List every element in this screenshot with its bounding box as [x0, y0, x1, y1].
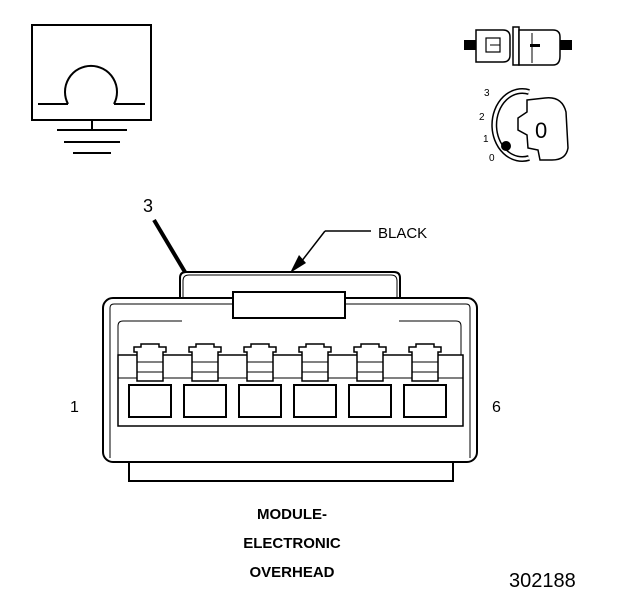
caption-line-2: ELECTRONIC: [243, 535, 341, 552]
connector-color-label: BLACK: [378, 225, 427, 242]
pin-cavity: [348, 343, 392, 418]
ground-symbol-icon: [31, 24, 152, 154]
caption-line-1: MODULE-: [257, 506, 327, 523]
color-leader-arrow: [290, 230, 371, 273]
ignition-key-icon: 3 2 1 0 0: [479, 88, 569, 164]
connector-body: [102, 271, 478, 482]
ignition-position-2: 2: [479, 112, 485, 123]
pin-number-first: 1: [70, 399, 79, 416]
pin-cavity: [293, 343, 337, 418]
callout-pin-number: 3: [143, 196, 153, 216]
caption-line-3: OVERHEAD: [249, 564, 334, 581]
pin-cavity: [403, 343, 447, 418]
pin-cavity: [238, 343, 282, 418]
pin-number-last: 6: [492, 399, 501, 416]
pin-cavity: [128, 343, 172, 418]
ignition-key-label: 0: [535, 118, 547, 143]
ignition-position-1: 1: [483, 134, 489, 145]
pin-cavity: [183, 343, 227, 418]
connector-pins: [128, 343, 447, 418]
ignition-position-0: 0: [489, 153, 495, 164]
figure-number: 302188: [509, 570, 576, 592]
connector-icon: [464, 26, 572, 66]
ignition-position-3: 3: [484, 88, 490, 99]
